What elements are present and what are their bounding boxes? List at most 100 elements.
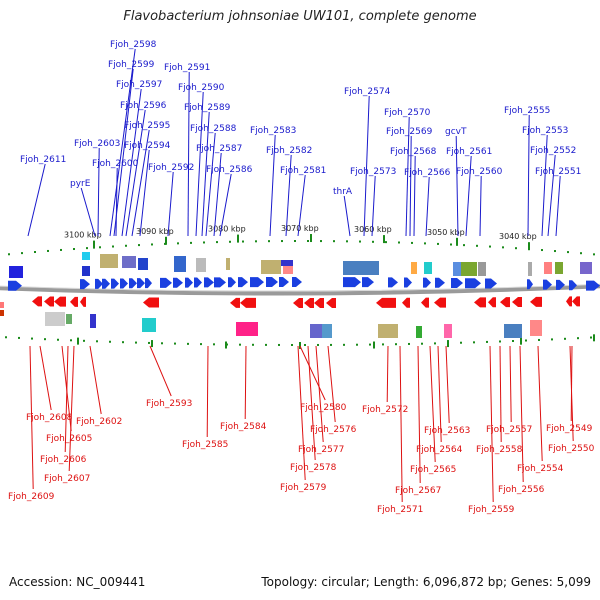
scale-tick-dot xyxy=(333,240,335,243)
forward-leader-line xyxy=(97,147,100,237)
forward-feature-block xyxy=(82,266,90,276)
reverse-gene-label: Fjoh_2558 xyxy=(476,445,523,455)
forward-leader-line xyxy=(201,111,210,237)
scale-label: 3050 kbp xyxy=(427,228,465,237)
forward-feature-block xyxy=(411,262,417,274)
forward-gene-arrow xyxy=(388,277,398,288)
scale-tick-dot xyxy=(590,336,592,339)
reverse-leader-line xyxy=(64,345,69,453)
scale-tick-dot xyxy=(385,241,387,244)
scale-tick-dot xyxy=(5,336,7,339)
forward-leader-line xyxy=(371,175,376,237)
scale-tick-dot xyxy=(122,341,124,344)
scale-tick-dot xyxy=(421,342,423,345)
forward-feature-block xyxy=(9,266,23,278)
forward-gene-arrow xyxy=(214,277,226,288)
reverse-leader-line xyxy=(315,345,324,443)
scale-tick-dot xyxy=(174,342,176,345)
forward-gene-label: pyrE xyxy=(70,179,91,189)
scale-tick-dot xyxy=(96,340,98,343)
forward-gene-arrow xyxy=(435,277,445,288)
forward-gene-label: Fjoh_2587 xyxy=(196,144,242,154)
forward-gene-label: Fjoh_2551 xyxy=(535,167,581,177)
forward-leader-line xyxy=(547,154,556,237)
forward-gene-label: thrA xyxy=(333,187,353,197)
reverse-gene-arrow xyxy=(512,297,522,308)
reverse-gene-label: Fjoh_2605 xyxy=(46,434,92,444)
forward-feature-block xyxy=(528,262,532,276)
forward-feature-block xyxy=(174,256,186,272)
reverse-gene-label: Fjoh_2593 xyxy=(146,399,192,409)
scale-major-tick xyxy=(225,341,227,349)
scale-tick-dot xyxy=(476,244,478,247)
forward-leader-line xyxy=(195,91,204,237)
reverse-gene-label: Fjoh_2584 xyxy=(220,422,267,432)
reverse-gene-label: Fjoh_2564 xyxy=(416,445,463,455)
forward-gene-arrow xyxy=(204,277,214,288)
reverse-gene-label: Fjoh_2578 xyxy=(290,463,337,473)
forward-feature-block xyxy=(226,258,230,270)
scale-tick-dot xyxy=(268,240,270,243)
scale-tick-dot xyxy=(278,343,280,346)
scale-tick-dot xyxy=(242,240,244,243)
scale-tick-dot xyxy=(34,251,36,254)
reverse-feature-block xyxy=(416,326,422,338)
forward-feature-block xyxy=(461,262,477,276)
scale-tick-dot xyxy=(135,341,137,344)
reverse-gene-arrow xyxy=(80,296,86,307)
scale-tick-dot xyxy=(138,244,140,247)
forward-gene-arrow xyxy=(8,280,22,291)
forward-gene-label: Fjoh_2589 xyxy=(184,103,231,113)
forward-gene-arrow xyxy=(465,278,481,289)
forward-feature-block xyxy=(343,261,379,275)
scale-tick-dot xyxy=(307,240,309,243)
reverse-leader-line xyxy=(417,345,421,484)
forward-gene-label: Fjoh_2598 xyxy=(110,40,157,50)
forward-feature-block xyxy=(281,260,293,266)
reverse-leader-line xyxy=(399,345,403,503)
forward-feature-block xyxy=(453,262,461,276)
scale-tick-dot xyxy=(125,244,127,247)
reverse-gene-label: Fjoh_2576 xyxy=(310,425,357,435)
reverse-feature-block xyxy=(444,324,452,338)
scale-tick-dot xyxy=(502,246,504,249)
scale-major-tick xyxy=(456,237,458,246)
forward-leader-line xyxy=(80,187,96,237)
scale-tick-dot xyxy=(255,240,257,243)
scale-tick-dot xyxy=(148,341,150,344)
forward-gene-label: Fjoh_2569 xyxy=(386,127,433,137)
forward-gene-label: Fjoh_2573 xyxy=(350,167,396,177)
reverse-feature-block xyxy=(322,324,332,338)
scale-tick-dot xyxy=(60,248,62,251)
forward-gene-label: Fjoh_2570 xyxy=(384,108,431,118)
forward-gene-label: Fjoh_2594 xyxy=(124,141,171,151)
reverse-gene-arrow xyxy=(70,296,78,307)
forward-gene-arrow xyxy=(120,278,128,289)
forward-feature-block xyxy=(424,262,432,274)
scale-tick-dot xyxy=(304,343,306,346)
scale-tick-dot xyxy=(343,343,345,346)
forward-leader-line xyxy=(413,155,416,237)
forward-gene-arrow xyxy=(102,278,110,289)
reverse-gene-label: Fjoh_2585 xyxy=(182,440,228,450)
forward-gene-arrow xyxy=(145,278,152,289)
scale-tick-dot xyxy=(86,247,88,250)
scale-tick-dot xyxy=(346,240,348,243)
forward-gene-label: Fjoh_2566 xyxy=(404,168,451,178)
forward-leader-line xyxy=(167,171,174,237)
reverse-gene-arrow xyxy=(376,297,396,308)
reverse-gene-arrow xyxy=(488,297,496,308)
scale-major-tick xyxy=(93,240,95,249)
reverse-gene-arrow xyxy=(500,297,510,308)
forward-gene-label: Fjoh_2574 xyxy=(344,87,391,97)
scale-tick-dot xyxy=(109,340,111,343)
forward-feature-block xyxy=(82,252,90,260)
reverse-gene-label: Fjoh_2554 xyxy=(517,464,564,474)
scale-tick-dot xyxy=(551,338,553,341)
forward-gene-arrow xyxy=(569,280,577,291)
forward-feature-block xyxy=(261,260,281,274)
reverse-feature-block xyxy=(142,318,156,332)
forward-gene-label: Fjoh_2611 xyxy=(20,155,66,165)
scale-tick-dot xyxy=(473,341,475,344)
reverse-gene-label: Fjoh_2608 xyxy=(26,413,73,423)
